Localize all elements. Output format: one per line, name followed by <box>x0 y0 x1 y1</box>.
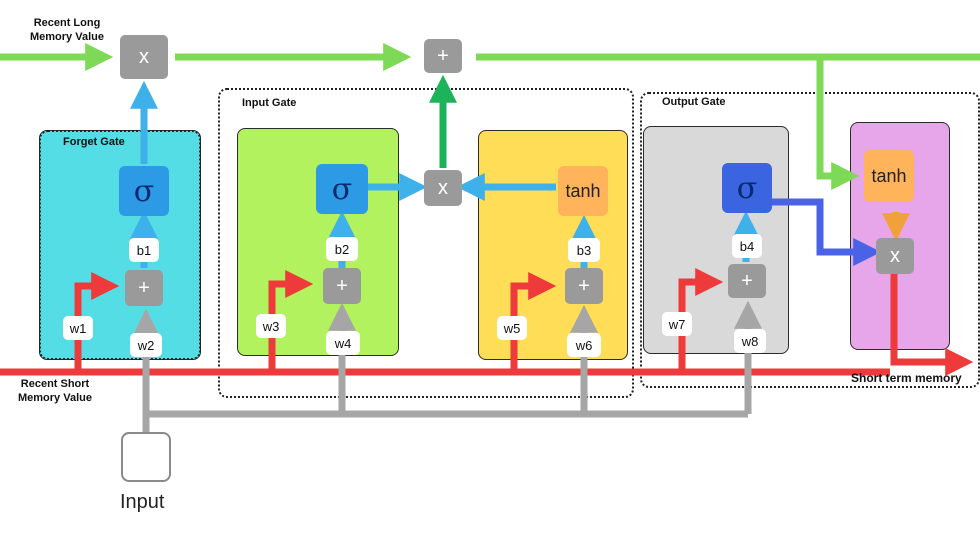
output-multiply-node: x <box>876 238 914 274</box>
input-node <box>121 432 171 482</box>
bias-b3-label: b3 <box>568 238 600 262</box>
forget-gate-title: Forget Gate <box>63 136 125 148</box>
bias-b4-label: b4 <box>732 234 762 258</box>
weight-w2-label: w2 <box>130 333 162 357</box>
weight-w3-label: w3 <box>256 314 286 338</box>
forget-multiply-node: x <box>120 35 168 79</box>
weight-w4-label: w4 <box>326 331 360 355</box>
input-gate-boundary <box>218 88 634 398</box>
input-multiply-node: x <box>424 170 462 206</box>
output-tanh-node: tanh <box>864 150 914 202</box>
output-gate-boundary <box>640 92 980 388</box>
output-add-node: + <box>728 264 766 298</box>
input-sigmoid-node: σ <box>316 164 368 214</box>
short-term-memory-label: Short term memory <box>851 371 962 385</box>
weight-w8-label: w8 <box>734 329 766 353</box>
candidate-tanh-node: tanh <box>558 166 608 216</box>
weight-w6-label: w6 <box>567 333 601 357</box>
recent-long-memory-label: Recent Long Memory Value <box>30 17 104 43</box>
weight-w7-label: w7 <box>662 312 692 336</box>
forget-add-node: + <box>125 270 163 306</box>
candidate-add-node: + <box>565 268 603 304</box>
forget-sigmoid-node: σ <box>119 166 169 216</box>
forget-gate-boundary <box>39 130 201 360</box>
weight-w5-label: w5 <box>497 316 527 340</box>
output-sigmoid-node: σ <box>722 163 772 213</box>
input-label: Input <box>120 491 165 513</box>
output-gate-title: Output Gate <box>662 96 726 108</box>
long-memory-add-node: + <box>424 39 462 73</box>
input-add-node: + <box>323 268 361 304</box>
weight-w1-label: w1 <box>63 316 93 340</box>
bias-b1-label: b1 <box>129 238 159 262</box>
bias-b2-label: b2 <box>326 237 358 261</box>
long-memory-path <box>0 43 980 190</box>
input-gate-title: Input Gate <box>242 97 297 109</box>
output-sigmoid-path <box>772 198 882 266</box>
recent-short-memory-label: Recent Short Memory Value <box>18 378 92 404</box>
